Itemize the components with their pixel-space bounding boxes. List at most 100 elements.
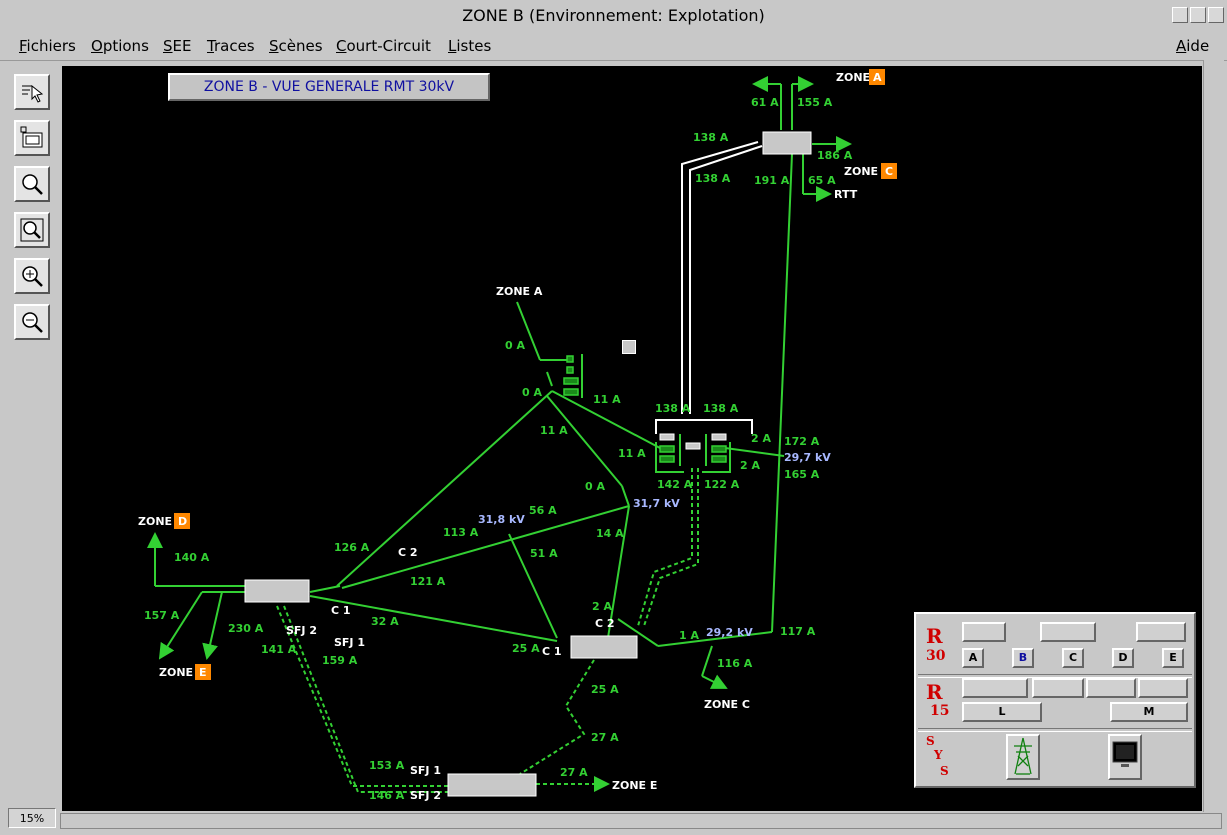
r30-slot-button[interactable] [962, 622, 1006, 642]
r30-number: 30 [926, 648, 946, 664]
station-center [570, 635, 638, 659]
line-230 [202, 591, 223, 660]
menu-traces[interactable]: Traces [207, 37, 255, 55]
feeder-label: SFJ 1 [334, 636, 365, 649]
r30-c-button[interactable]: C [1062, 648, 1084, 668]
zone-label: ZONE E [612, 779, 657, 792]
sys-letter: S [926, 734, 935, 748]
r30-e-button[interactable]: E [1162, 648, 1184, 668]
current-label: 165 A [784, 468, 820, 481]
zone-badge[interactable] [869, 69, 885, 85]
current-label: 116 A [717, 657, 753, 670]
minimize-button[interactable] [1172, 7, 1188, 23]
breaker-1 [566, 355, 574, 363]
breaker-3 [563, 377, 579, 385]
zoom-out-button[interactable] [14, 304, 50, 340]
zone-badge-text: D [178, 515, 187, 528]
r30-b-button[interactable]: B [1012, 648, 1034, 668]
zone-badge-text: C [885, 165, 893, 178]
line-2a-b [617, 618, 659, 647]
current-label: 157 A [144, 609, 180, 622]
panel-separator [918, 728, 1192, 732]
menu-listes[interactable]: Listes [448, 37, 492, 55]
zoom-fit-button[interactable] [14, 212, 50, 248]
menu-fichiers[interactable]: Fichiers [19, 37, 76, 55]
menu-aide[interactable]: Aide [1176, 37, 1210, 55]
menu-scenes[interactable]: Scènes [269, 37, 323, 55]
horizontal-scrollbar[interactable] [60, 813, 1222, 829]
current-label: 140 A [174, 551, 210, 564]
menu-options[interactable]: Options [91, 37, 149, 55]
maximize-button[interactable] [1190, 7, 1206, 23]
feeder-label: SFJ 2 [286, 624, 317, 637]
current-label: 11 A [540, 424, 568, 437]
bus-bar-5 [702, 442, 731, 473]
bus-bar-4 [655, 442, 684, 473]
menu-bar: Fichiers Options SEE Traces Scènes Court… [0, 32, 1227, 61]
line-32 [309, 595, 558, 642]
current-label: 113 A [443, 526, 479, 539]
feeder-label: C 2 [398, 546, 418, 559]
pylon-button[interactable] [1006, 734, 1040, 780]
close-button[interactable] [1208, 7, 1224, 23]
dashed-sfj2 [283, 605, 450, 793]
line-116a [701, 645, 713, 677]
current-label: 126 A [334, 541, 370, 554]
menu-see[interactable]: SEE [163, 37, 192, 55]
zone-badge[interactable] [174, 513, 190, 529]
current-label: 191 A [754, 174, 790, 187]
screen-capture-icon [20, 126, 43, 148]
current-label: 138 A [695, 172, 731, 185]
panel-separator [918, 674, 1192, 678]
capture-tool-button[interactable] [14, 120, 50, 156]
r30-label: R [926, 624, 943, 648]
current-label: 27 A [591, 731, 619, 744]
menu-court-circuit[interactable]: Court-Circuit [336, 37, 431, 55]
tool-palette [8, 68, 58, 808]
line-2a [724, 447, 785, 457]
select-arrow-icon [22, 84, 44, 103]
current-label: 2 A [751, 432, 771, 445]
zoom-tool-button[interactable] [14, 166, 50, 202]
r15-number: 15 [930, 703, 950, 719]
r15-slot-button[interactable] [1086, 678, 1136, 698]
r15-slot-button[interactable] [962, 678, 1028, 698]
current-label: 25 A [512, 642, 540, 655]
current-label: 138 A [655, 402, 691, 415]
dashed-link-2 [643, 468, 699, 627]
zone-label: ZONE [159, 666, 193, 679]
feeder-label: C 1 [542, 645, 562, 658]
zone-badge[interactable] [881, 163, 897, 179]
monitor-button[interactable] [1108, 734, 1142, 780]
vertical-scrollbar[interactable] [1203, 60, 1224, 812]
r30-d-button[interactable]: D [1112, 648, 1134, 668]
feeder-label: C 2 [595, 617, 615, 630]
zoom-in-button[interactable] [14, 258, 50, 294]
r15-m-button[interactable]: M [1110, 702, 1188, 722]
voltage-label: 29,2 kV [706, 626, 753, 639]
line-0a [546, 371, 553, 387]
node-square[interactable] [622, 340, 636, 354]
select-tool-button[interactable] [14, 74, 50, 110]
network-canvas[interactable]: 61 A 155 A 138 A 186 A 138 A 191 A 65 A … [62, 66, 1202, 811]
zone-badge[interactable] [195, 664, 211, 680]
r30-a-button[interactable]: A [962, 648, 984, 668]
line-51 [508, 533, 558, 639]
current-label: 11 A [618, 447, 646, 460]
r15-l-button[interactable]: L [962, 702, 1042, 722]
feeder-label: C 1 [331, 604, 351, 617]
current-label: 141 A [261, 643, 297, 656]
current-label: 230 A [228, 622, 264, 635]
zone-label: ZONE [844, 165, 878, 178]
zoom-fit-icon [20, 218, 44, 242]
line-c2a [309, 585, 341, 593]
r15-slot-button[interactable] [1138, 678, 1188, 698]
r15-slot-button[interactable] [1032, 678, 1084, 698]
zone-label: ZONE [138, 515, 172, 528]
line-191 [771, 153, 793, 633]
r30-slot-button[interactable] [1040, 622, 1096, 642]
r30-slot-button[interactable] [1136, 622, 1186, 642]
monitor-icon [1112, 741, 1138, 767]
dashed-25 [519, 659, 595, 775]
current-label: 32 A [371, 615, 399, 628]
